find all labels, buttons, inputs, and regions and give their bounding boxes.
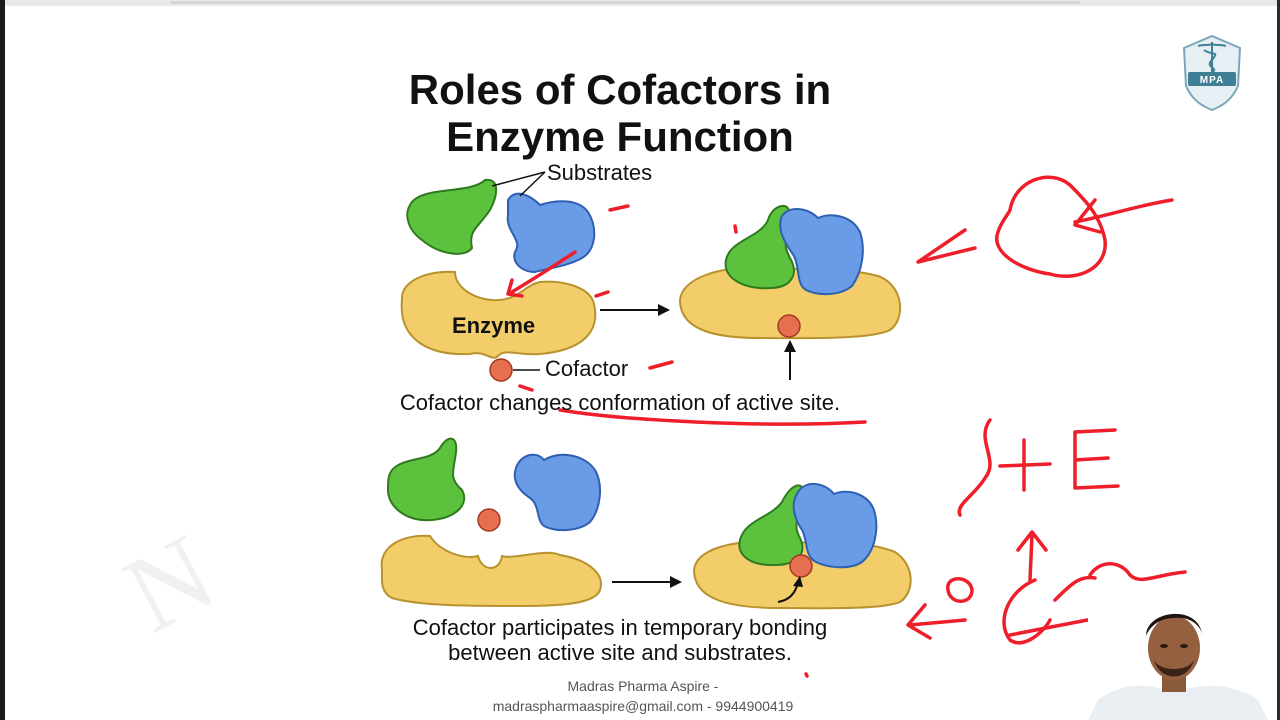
ink-dot-footer [804, 672, 809, 678]
ink-e-letter [1073, 428, 1120, 490]
title-line-1: Roles of Cofactors in [408, 66, 832, 113]
footer-line-1: Madras Pharma Aspire - [567, 678, 719, 694]
substrate-blue-2 [779, 208, 864, 296]
substrates-leader-2 [519, 171, 546, 197]
progress-track [170, 1, 1080, 4]
ink-s-letter [957, 418, 992, 517]
ink-circle-small [946, 577, 974, 603]
ink-dot-3 [733, 224, 738, 234]
substrate-blue-3 [513, 453, 602, 532]
right-edge [1277, 0, 1280, 720]
cofactor-ball-1 [489, 358, 513, 382]
ink-plus-h [998, 462, 1052, 468]
presenter-eye-left [1160, 644, 1168, 648]
title-line-2: Enzyme Function [446, 113, 794, 160]
logo-wings [1197, 42, 1227, 47]
ink-cofactor-word [1002, 562, 1187, 645]
presenter-webcam [1088, 590, 1268, 720]
enzyme-shape-3 [380, 534, 602, 608]
ink-dash-cofactor [648, 360, 674, 370]
ink-blob-notch [1073, 198, 1102, 234]
substrate-green-3 [386, 437, 465, 522]
arrow-bottom-head [670, 576, 682, 588]
substrate-blue-4 [792, 483, 878, 569]
presenter-shirt [1088, 685, 1268, 720]
substrate-blue-1 [506, 192, 596, 274]
logo-caduceus [1203, 42, 1217, 73]
left-edge [0, 0, 5, 720]
cofactor-ball-4 [789, 554, 813, 578]
caption-bottom-line-2: between active site and substrates. [448, 640, 792, 665]
ink-arrow-into-site [510, 250, 577, 294]
ink-blob-tail [1073, 198, 1174, 224]
presenter-beard [1154, 660, 1194, 677]
presenter-eye-right [1180, 644, 1188, 648]
slide-footer: Madras Pharma Aspire - madraspharmaaspir… [430, 676, 856, 716]
ink-dot-2 [594, 290, 610, 298]
cofactor-ball-3 [477, 508, 501, 532]
mpa-logo [1182, 34, 1242, 112]
ink-dash-under-ball [518, 384, 534, 392]
ink-dot-1 [608, 204, 630, 212]
footer-line-2: madraspharmaaspire@gmail.com - 994490041… [492, 698, 794, 714]
presenter-face [1148, 616, 1200, 680]
curved-arrow-head [793, 576, 803, 587]
ink-arrow-left [916, 228, 977, 264]
enzyme-shape-1 [400, 270, 597, 359]
slide-title: Roles of Cofactors in Enzyme Function [320, 66, 920, 160]
ink-underline [558, 408, 867, 426]
cofactor-label: Cofactor [545, 356, 629, 381]
caption-bottom: Cofactor participates in temporary bondi… [320, 615, 920, 665]
logo-text: MPA [1199, 75, 1225, 86]
enzyme-label: Enzyme [452, 313, 536, 338]
ink-arrow-to-ball [906, 603, 967, 640]
cofactor-ball-2 [777, 314, 801, 338]
arrow-top-head [658, 304, 670, 316]
substrate-green-1 [406, 178, 498, 255]
presenter-hair [1146, 613, 1202, 636]
arrow-up-head [784, 340, 796, 352]
logo-banner [1188, 72, 1236, 86]
ink-blob-enzyme [994, 175, 1107, 278]
substrates-label: Substrates [547, 160, 653, 185]
caption-top: Cofactor changes conformation of active … [399, 390, 841, 415]
top-progress-bar [0, 0, 1280, 6]
substrates-leader-1 [491, 171, 546, 187]
caption-bottom-line-1: Cofactor participates in temporary bondi… [412, 615, 828, 640]
ink-arrow-up [1016, 530, 1048, 582]
ink-arrow-head-1 [506, 278, 524, 298]
